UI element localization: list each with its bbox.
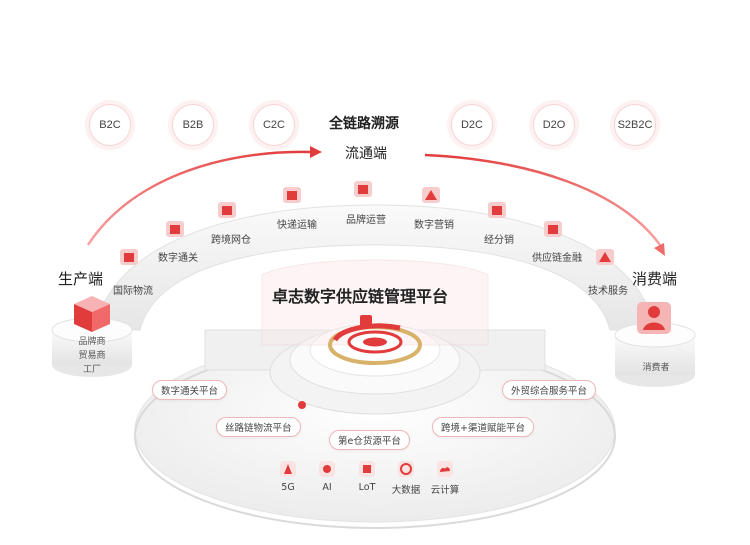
header-title: 全链路溯源 [329,116,399,132]
service-brand-ops-icon [354,181,372,197]
producer-item-factory: 工厂 [82,365,101,375]
source-b2c: B2C [89,104,131,146]
source-d2o: D2O [533,104,575,146]
tech-label-big-data: 大数据 [391,485,421,496]
platform-title: 卓志数字供应链管理平台 [272,287,449,306]
platform-channel-enablement: 跨境+渠道赋能平台 [432,417,534,437]
lot-icon [359,461,375,477]
platform-silk-road-logistics: 丝路链物流平台 [216,417,301,437]
service-label-distribution: 经分销 [484,235,514,246]
tech-label-ai: AI [322,482,332,493]
producer-cube-icon [74,296,110,332]
service-label-brand-ops: 品牌运营 [346,215,386,226]
source-s2b2c: S2B2C [614,104,656,146]
service-label-cross-border-warehouse: 跨境网仓 [211,235,251,246]
5g-icon [280,461,296,477]
platform-e-warehouse: 第e仓货源平台 [329,430,410,450]
service-label-digital-customs: 数字通关 [158,253,198,264]
producer-title: 生产端 [58,270,104,288]
source-b2b: B2B [172,104,214,146]
source-d2c: D2C [451,104,493,146]
producer-item-brand: 品牌商 [78,337,106,347]
tech-label-lot: LoT [358,482,376,493]
service-supply-finance-icon [544,221,562,237]
service-intl-logistics-icon [120,249,138,265]
producer-item-trader: 贸易商 [78,351,106,361]
consumer-person-icon [637,302,671,334]
service-digital-customs-icon [166,221,184,237]
service-label-express: 快递运输 [277,220,317,231]
header-subtitle: 流通端 [345,146,387,162]
platform-foreign-trade: 外贸综合服务平台 [502,380,597,400]
platform-digital-customs: 数字通关平台 [152,380,228,400]
service-label-supply-finance: 供应链金融 [532,253,582,264]
service-label-digital-marketing: 数字营销 [414,220,454,231]
service-tech-service-icon [596,249,614,265]
source-c2c: C2C [253,104,295,146]
consumer-item: 消费者 [642,363,670,373]
ai-icon [319,461,335,477]
tech-label-cloud: 云计算 [430,485,460,496]
consumer-title: 消费端 [632,270,678,288]
tech-label-5g: 5G [281,482,295,493]
service-express-icon [283,187,301,203]
service-label-tech-service: 技术服务 [588,286,628,297]
big-data-icon [398,461,414,477]
cloud-computing-icon [437,461,453,477]
service-cross-border-warehouse-icon [218,202,236,218]
service-distribution-icon [488,202,506,218]
service-digital-marketing-icon [422,187,440,203]
service-label-intl-logistics: 国际物流 [113,286,153,297]
